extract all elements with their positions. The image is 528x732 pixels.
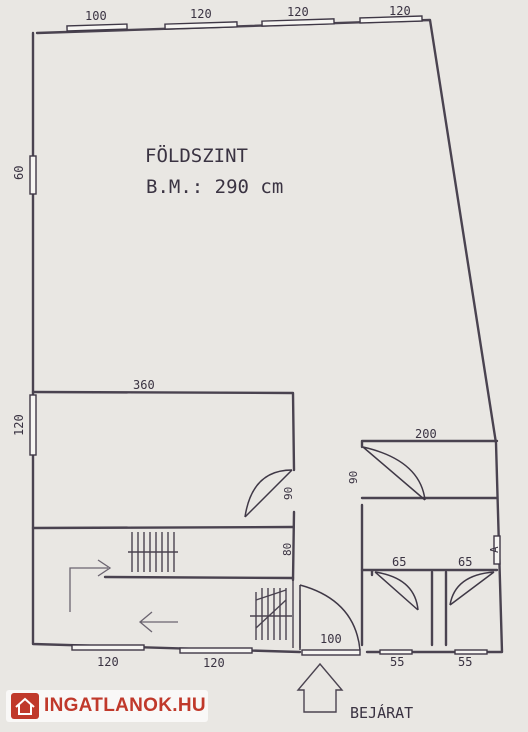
watermark-logo: INGATLANOK.HU [6,690,208,722]
top-window-2-label: 120 [190,7,212,21]
entrance-label: BEJÁRAT [350,703,413,722]
door-room-label: 90 [282,487,295,500]
window-top-4 [359,15,423,24]
door-right-label: 90 [347,471,360,484]
room-width-label: 360 [133,378,155,392]
top-window-1-label: 100 [85,9,107,23]
left-window-1-label: 60 [12,166,26,180]
window-bottom-small-1 [379,649,413,655]
bottom-window-2-label: 120 [203,656,225,670]
entrance-door-label: 100 [320,632,342,646]
watermark-text: INGATLANOK.HU [44,695,206,716]
window-bottom-1 [71,644,145,651]
floor-title: FÖLDSZINT [145,144,248,167]
right-window-label: A [488,546,501,553]
door-small-1-swing [374,571,419,611]
top-window-4-label: 120 [389,4,411,18]
small-rooms-wall [360,568,499,647]
right-room-width-label: 200 [415,427,437,441]
window-right [493,535,501,565]
stair-upper [128,532,178,572]
bottom-small-1-label: 55 [390,655,404,669]
window-top-1 [66,23,128,32]
right-room-wall [360,439,499,647]
entrance-arrow [296,662,344,713]
door-small-2-swing [449,571,495,606]
entrance-door-sill [301,649,361,656]
window-bottom-2 [179,647,253,654]
window-left-1 [29,155,37,195]
bottom-small-2-label: 55 [458,655,472,669]
window-bottom-small-2 [454,649,488,655]
door-small-1-label: 65 [392,555,406,569]
door-stair-label: 80 [281,543,294,556]
stair-arrow-left [138,611,178,633]
height-note: B.M.: 290 cm [146,176,283,198]
door-right-swing [362,446,426,501]
door-entrance-swing [299,584,361,651]
living-room-divider [31,390,296,582]
house-icon [11,693,39,719]
stair-room-wall [31,525,295,580]
bottom-window-1-label: 120 [97,655,119,669]
left-window-2-label: 120 [12,414,26,436]
window-left-2 [29,394,37,456]
door-small-2-label: 65 [458,555,472,569]
stair-lower [250,588,292,640]
stair-arrow-up [69,559,112,612]
window-top-3 [261,18,335,27]
top-window-3-label: 120 [287,5,309,19]
door-room-swing [244,469,293,518]
window-top-2 [164,21,238,30]
